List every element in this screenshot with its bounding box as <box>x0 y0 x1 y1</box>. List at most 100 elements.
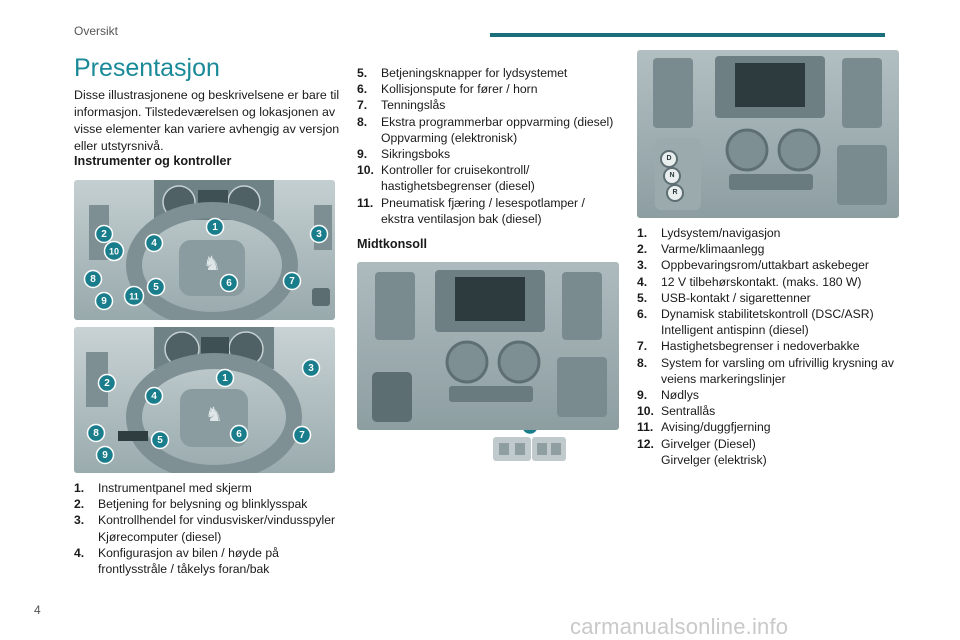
callout-marker <box>150 430 170 450</box>
callout-marker-label: 5 <box>157 435 163 446</box>
list-item-text: System for varsling om ufrivillig krysni… <box>661 355 894 386</box>
list-item-text: Sentrallås <box>661 404 716 419</box>
list-item-number: 9. <box>357 147 368 162</box>
callout-marker-label: 4 <box>151 238 157 249</box>
list-item-text: Kollisjonspute for fører / horn <box>381 82 538 97</box>
callout-marker <box>123 285 145 307</box>
list-item-text: Lydsystem/navigasjon <box>661 226 781 240</box>
list-item-number: 4. <box>74 545 85 560</box>
gear-button-r[interactable]: R <box>666 184 684 202</box>
intro-paragraph: Disse illustrasjonene og beskrivelsene e… <box>74 88 340 153</box>
list-item-number: 6. <box>357 82 368 97</box>
callout-marker-label: 2 <box>101 229 107 240</box>
callout-marker-label: 8 <box>93 428 99 439</box>
gear-button-n[interactable]: N <box>663 167 681 185</box>
list-item-number: 6. <box>637 307 648 322</box>
svg-text:♞: ♞ <box>203 251 221 275</box>
list-item: 10. Kontroller for cruisekontroll/ hastig… <box>357 162 619 194</box>
callout-marker-label: 6 <box>236 429 242 440</box>
list-item-number: 2. <box>637 242 648 257</box>
section-label: Oversikt <box>74 24 119 38</box>
callout-marker-label: 7 <box>289 276 295 287</box>
dashboard-illustration-2: ♞ <box>74 327 335 473</box>
callout-marker <box>282 271 302 291</box>
list-item: 4. Konfigurasjon av bilen / høyde på fron… <box>74 545 342 577</box>
callout-marker-label: 3 <box>316 229 322 240</box>
page-number: 4 <box>34 603 41 617</box>
callout-marker-label: 2 <box>104 378 110 389</box>
callout-marker <box>292 425 312 445</box>
list-item-number: 9. <box>637 388 648 403</box>
list-item-number: 8. <box>357 114 368 129</box>
list-item-text: Avising/duggfjerning <box>661 420 771 435</box>
list-item: 10. Sentrallås <box>637 403 899 419</box>
list-item-text: Sikringsboks <box>381 147 451 162</box>
callout-marker <box>144 233 164 253</box>
list-item-number: 5. <box>357 66 368 80</box>
list-item-text: Girvelger (Diesel) Girvelger (elektrisk) <box>661 436 767 467</box>
watermark: carmanualsonline.info <box>570 614 789 639</box>
list-item: 2. Betjening for belysning og blinklysspa… <box>74 496 342 512</box>
page-title: Presentasjon <box>74 54 220 82</box>
list-item: 4.12 V tilbehørskontakt. (maks. 180 W) <box>637 274 899 290</box>
list-item: 9. Sikringsboks <box>357 146 619 162</box>
callout-marker <box>97 373 117 393</box>
gear-label-r: R <box>672 189 678 196</box>
gear-label-d: D <box>666 155 672 162</box>
list-item-number: 1. <box>637 226 648 240</box>
gear-button-d[interactable]: D <box>660 150 678 168</box>
list-item-text: Nødlys <box>661 388 699 403</box>
list-item-text: Betjening for belysning og blinklysspak <box>98 497 308 512</box>
list-item: 3.Oppbevaringsrom/uttakbart askebeger <box>637 257 899 273</box>
list-item-number: 11. <box>637 420 654 435</box>
section-heading-instruments: Instrumenter og kontroller <box>74 154 232 168</box>
list-item: 11. Avising/duggfjerning <box>637 419 899 435</box>
callout-marker <box>94 224 114 244</box>
callout-marker-label: 11 <box>129 292 139 302</box>
callout-marker-label: 9 <box>101 296 107 307</box>
list-item-number: 10. <box>357 163 374 178</box>
callout-marker <box>144 386 164 406</box>
list-item-text: Pneumatisk fjæring / lesespotlamper / ek… <box>381 195 585 226</box>
list-item: 12. Girvelger (Diesel) Girvelger (elektri… <box>637 436 899 468</box>
list-item: 8. Ekstra programmerbar oppvarming (diese… <box>357 114 619 146</box>
list-item-number: 12. <box>637 436 654 451</box>
list-item-text: 12 V tilbehørskontakt. (maks. 180 W) <box>661 274 862 289</box>
list-item-text: Hastighetsbegrenser i nedoverbakke <box>661 339 860 354</box>
gear-label-n: N <box>669 172 675 179</box>
list-item: 5.USB-kontakt / sigarettenner <box>637 290 899 306</box>
list-item-text: Kontrollhendel for vindusvisker/vindussp… <box>98 513 336 544</box>
list-item-text: Konfigurasjon av bilen / høyde på frontl… <box>98 545 279 577</box>
console-button-detail-2 <box>532 437 566 461</box>
callout-marker <box>301 358 321 378</box>
list-item-text: Varme/klimaanlegg <box>661 242 765 257</box>
callout-marker <box>103 240 125 262</box>
callout-marker <box>219 273 239 293</box>
list-item-text: Ekstra programmerbar oppvarming (diesel)… <box>381 114 614 145</box>
callout-marker-label: 7 <box>299 430 305 441</box>
list-item-text: Tenningslås <box>381 98 446 113</box>
list-item: 8.System for varsling om ufrivillig krys… <box>637 355 899 387</box>
list-item-text: Kontroller for cruisekontroll/ hastighet… <box>381 163 535 194</box>
list-item-number: 11. <box>357 195 374 210</box>
list-item-number: 2. <box>74 497 85 512</box>
list-item-text: Instrumentpanel med skjerm <box>98 481 252 495</box>
list-item: 9. Nødlys <box>637 387 899 403</box>
list-item-number: 3. <box>637 258 648 273</box>
list-item: 11. Pneumatisk fjæring / lesespotlamper /… <box>357 195 619 227</box>
center-console-illustration-1 <box>357 262 619 430</box>
list-item: 1.Instrumentpanel med skjerm <box>74 480 342 496</box>
callout-marker <box>95 445 115 465</box>
list-item: 6.Dynamisk stabilitetskontroll (DSC/ASR)… <box>637 306 899 338</box>
list-item-number: 7. <box>637 339 648 354</box>
list-item: 6. Kollisjonspute for fører / horn <box>357 81 619 97</box>
list-item-number: 3. <box>74 513 85 528</box>
callout-marker <box>146 277 166 297</box>
callout-marker-label: 1 <box>212 222 218 233</box>
list-item-number: 10. <box>637 404 654 419</box>
list-item-text: USB-kontakt / sigarettenner <box>661 290 811 305</box>
callout-marker-label: 8 <box>90 274 96 285</box>
list-item: 3. Kontrollhendel for vindusvisker/vindus… <box>74 512 342 544</box>
